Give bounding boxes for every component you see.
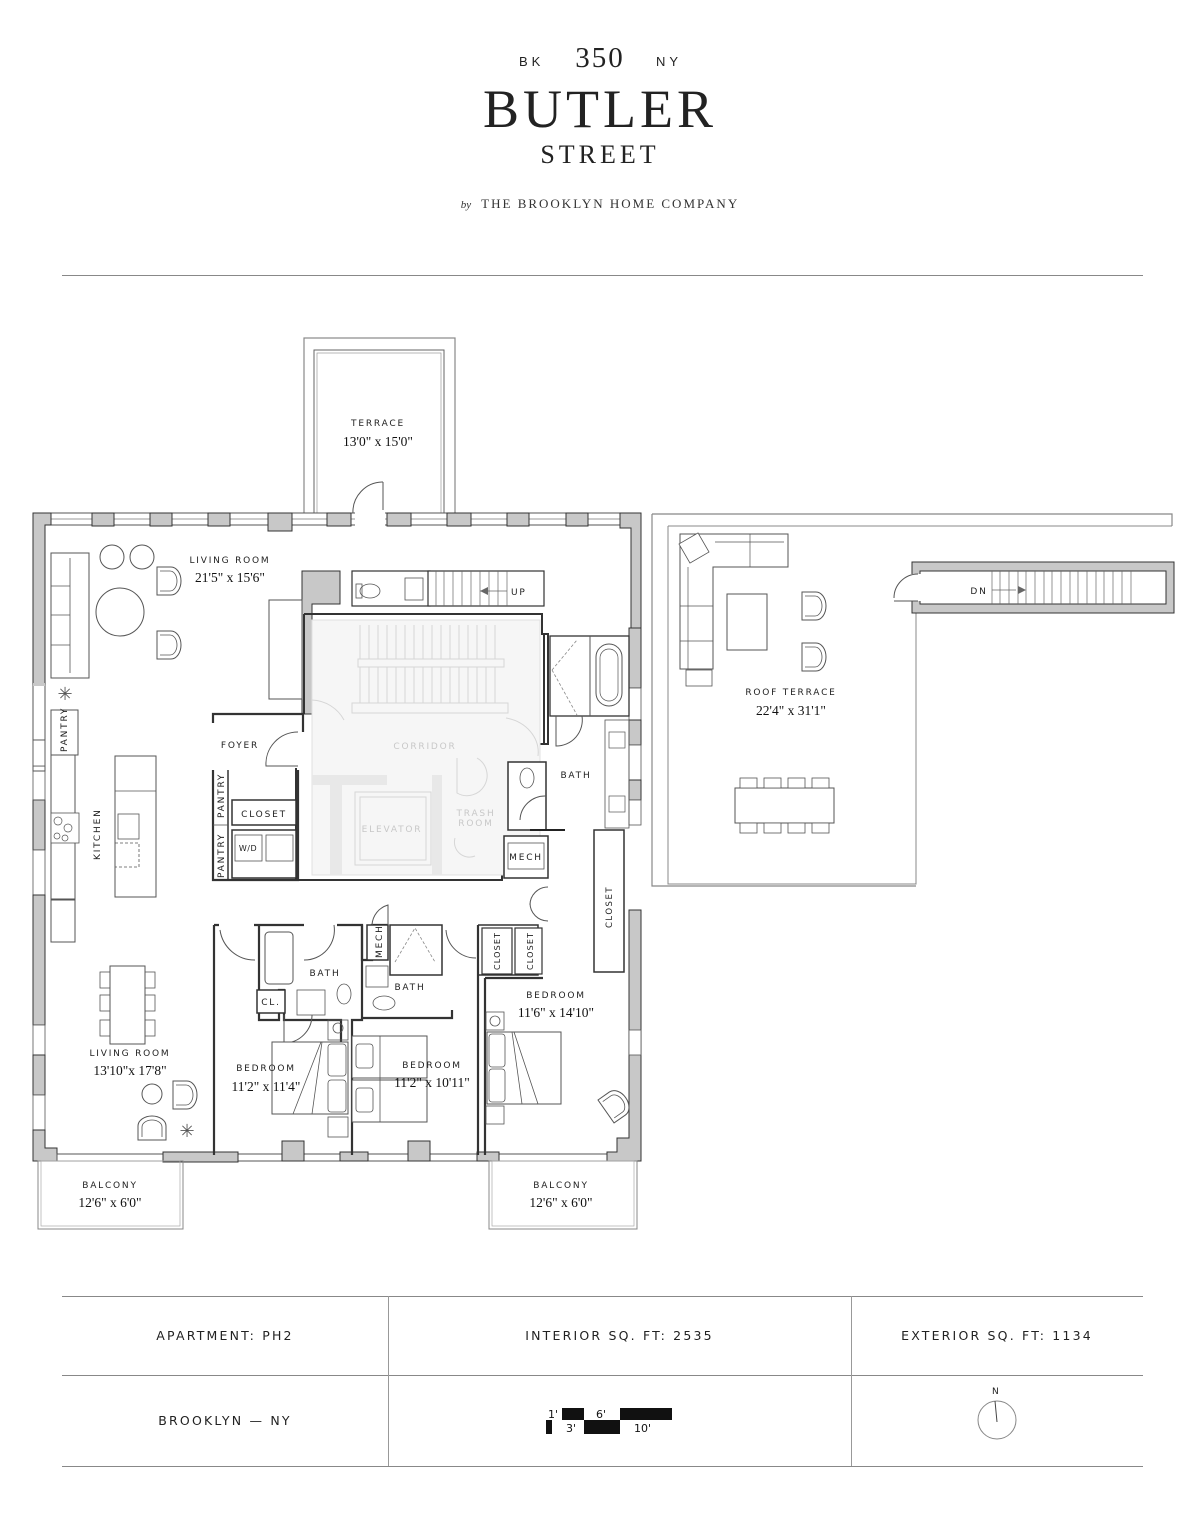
balcony-2-label: BALCONY — [533, 1181, 589, 1191]
terrace: TERRACE 13'0" x 15'0" — [303, 337, 456, 519]
bedroom-3: BEDROOM 11'6" x 14'10" — [485, 991, 635, 1125]
table-bottom-rule — [62, 1466, 1143, 1467]
header-divider — [62, 275, 1143, 276]
bedroom-2-dims: 11'2" x 10'11" — [394, 1075, 470, 1090]
balcony-2: BALCONY 12'6" x 6'0" — [488, 1160, 638, 1230]
wd-label: W/D — [239, 844, 257, 853]
brand-number: 350 — [575, 42, 625, 74]
pantry-label-2: PANTRY — [217, 773, 227, 818]
stair-down-label: DN — [970, 587, 987, 597]
roof-terrace: DN ROOF TERRACE 22'4" x 31'1" — [651, 513, 1175, 887]
living-room-2: LIVING ROOM 13'10"x 17'8" ✳ — [50, 899, 198, 1141]
brand-prefix-ny: NY — [656, 54, 683, 69]
bedroom-1-label: BEDROOM — [236, 1064, 296, 1074]
corridor-label: CORRIDOR — [393, 742, 456, 752]
living-room-1-dims: 21'5" x 15'6" — [195, 570, 265, 585]
north-label: N — [992, 1387, 999, 1397]
bath-3-label: BATH — [394, 983, 425, 993]
table-divider-1 — [388, 1296, 389, 1466]
closets: CLOSET CLOSET CLOSET — [481, 829, 625, 975]
brand-subtitle: STREET — [540, 140, 660, 169]
living-room-1: LIVING ROOM 21'5" x 15'6" ✳ — [50, 544, 270, 704]
building-core: UP CORRIDOR ELEVATOR TRASH R — [265, 570, 549, 881]
balcony-1: BALCONY 12'6" x 6'0" — [37, 1160, 184, 1230]
living-room-1-label: LIVING ROOM — [189, 556, 270, 566]
brand-prefix-bk: BK — [519, 54, 545, 69]
scale-label-6: 6' — [596, 1408, 606, 1421]
bedroom-3-label: BEDROOM — [526, 991, 586, 1001]
scale-label-1: 1' — [548, 1408, 558, 1421]
bath-3: MECH BATH — [365, 904, 477, 1011]
kitchen-label: KITCHEN — [93, 808, 103, 860]
foyer-closet-label: CLOSET — [241, 810, 287, 820]
apartment-walls — [32, 510, 642, 1163]
mech-1-label: MECH — [509, 853, 543, 863]
living-room-2-dims: 13'10"x 17'8" — [93, 1063, 166, 1078]
bath-2: BATH CL. — [219, 924, 352, 1044]
living-room-2-label: LIVING ROOM — [89, 1049, 170, 1059]
cl-label: CL. — [261, 998, 281, 1008]
balcony-1-label: BALCONY — [82, 1181, 138, 1191]
bedroom-2: BEDROOM 11'2" x 10'11" — [351, 1035, 470, 1123]
trash-room-label-2: ROOM — [458, 819, 493, 829]
balcony-2-dims: 12'6" x 6'0" — [529, 1195, 592, 1210]
byline-by: by — [460, 199, 472, 211]
stair-up-label: UP — [511, 588, 527, 598]
scale-bar: 1' 3' 6' 10' — [546, 1408, 672, 1435]
bedroom-1-dims: 11'2" x 11'4" — [232, 1079, 301, 1094]
brand-title: BUTLER — [483, 79, 717, 139]
trash-room-label-1: TRASH — [455, 809, 495, 819]
pantry-label-3: PANTRY — [217, 833, 227, 878]
plant-icon-2: ✳ — [179, 1121, 194, 1141]
terrace-dims: 13'0" x 15'0" — [343, 434, 413, 449]
roof-terrace-dims: 22'4" x 31'1" — [756, 703, 826, 718]
master-bath-label: BATH — [560, 771, 591, 781]
elevator-label: ELEVATOR — [362, 825, 423, 835]
balcony-1-dims: 12'6" x 6'0" — [78, 1195, 141, 1210]
brand-byline: by THE BROOKLYN HOME COMPANY — [0, 196, 1200, 212]
bedroom-2-label: BEDROOM — [402, 1061, 462, 1071]
exterior-sqft-cell: EXTERIOR SQ. FT: 1134 — [901, 1328, 1093, 1343]
closet-a-label: CLOSET — [493, 932, 502, 970]
table-top-rule — [62, 1296, 1143, 1297]
plant-icon: ✳ — [57, 684, 72, 704]
scale-label-3: 3' — [566, 1422, 576, 1435]
master-bath: BATH MECH — [503, 634, 630, 879]
north-arrow-icon: N — [977, 1387, 1017, 1440]
table-divider-2 — [851, 1296, 852, 1466]
location-cell: BROOKLYN — NY — [158, 1413, 292, 1428]
closet-b-label: CLOSET — [526, 932, 535, 970]
mech-2-label: MECH — [375, 924, 385, 958]
bedroom-3-dims: 11'6" x 14'10" — [518, 1005, 594, 1020]
table-mid-rule — [62, 1375, 1143, 1376]
apartment-cell: APARTMENT: PH2 — [156, 1328, 294, 1343]
foyer-label: FOYER — [221, 741, 259, 751]
bath-2-label: BATH — [309, 969, 340, 979]
terrace-label: TERRACE — [350, 419, 405, 429]
interior-sqft-cell: INTERIOR SQ. FT: 2535 — [525, 1328, 714, 1343]
foyer-area: FOYER PANTRY PANTRY CLOSET W/D — [211, 599, 305, 882]
bedroom-1: BEDROOM 11'2" x 11'4" — [232, 1019, 349, 1138]
closet-c-label: CLOSET — [605, 886, 615, 928]
info-table: APARTMENT: PH2 INTERIOR SQ. FT: 2535 EXT… — [62, 1296, 1143, 1467]
roof-terrace-label: ROOF TERRACE — [745, 688, 836, 698]
pantry-label-1: PANTRY — [60, 707, 70, 752]
byline-company: THE BROOKLYN HOME COMPANY — [481, 196, 740, 211]
floor-plan: TERRACE 13'0" x 15'0" — [32, 337, 1175, 1230]
scale-label-10: 10' — [634, 1422, 651, 1435]
